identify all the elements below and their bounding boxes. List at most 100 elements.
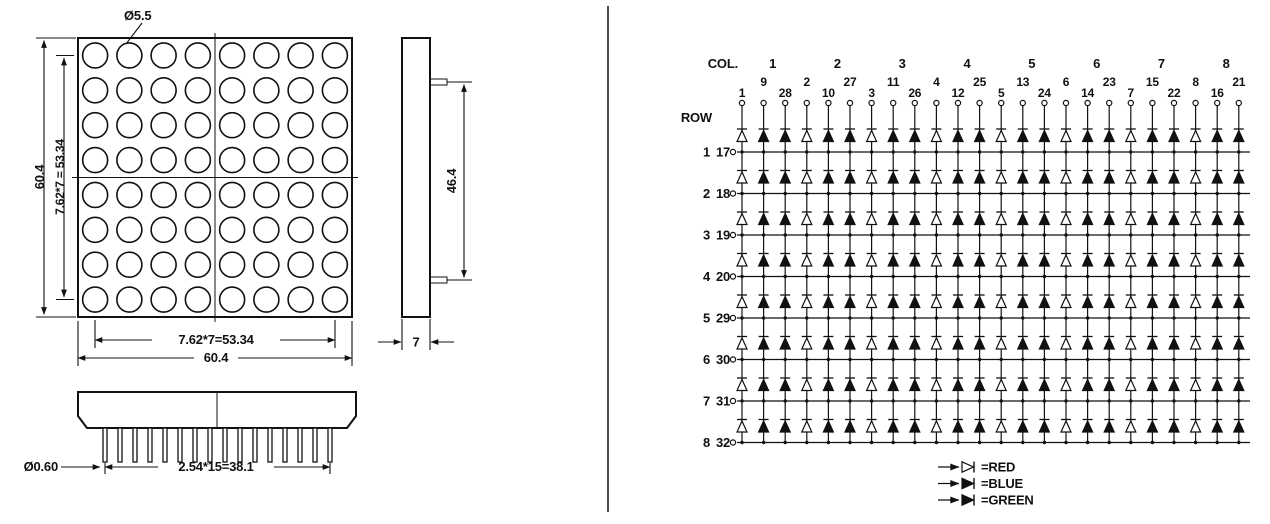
col-terminal (1084, 99, 1091, 107)
led-diode-green (1103, 170, 1116, 184)
led-diode-green (844, 253, 856, 267)
junction-dot (1021, 440, 1025, 445)
led-diode-red (930, 170, 943, 184)
led-diode-green (779, 212, 792, 226)
led-hole (150, 251, 177, 278)
junction-dot (1172, 357, 1176, 362)
junction-dot (891, 399, 895, 403)
row-pin-number: 19 (716, 228, 730, 243)
led-diode-blue (952, 170, 964, 184)
led-diode-blue (887, 253, 900, 267)
junction-dot (805, 357, 809, 362)
led-hole (150, 77, 177, 104)
led-hole (184, 181, 212, 209)
junction-dot (1085, 150, 1090, 154)
led-diode-green (1038, 170, 1051, 184)
dip-pin (312, 427, 318, 463)
led-diode-red (800, 419, 813, 433)
col-pin-number: 7 (1128, 86, 1135, 100)
junction-dot (1215, 191, 1219, 196)
junction-dot (1150, 233, 1155, 237)
led-diode-green (1103, 212, 1116, 226)
junction-dot (1237, 274, 1241, 279)
junction-dot (1042, 233, 1047, 237)
led-diode-green (973, 378, 986, 392)
led-diode-green (1038, 336, 1051, 350)
col-pin-number: 11 (887, 75, 900, 89)
led-diode-red (1124, 170, 1137, 184)
led-diode-blue (822, 170, 835, 184)
led-hole (218, 216, 246, 244)
led-diode-blue (1081, 336, 1094, 350)
led-diode-green (1168, 419, 1180, 433)
led-diode-blue (1146, 336, 1159, 350)
dip-pin (252, 427, 258, 463)
junction-dot (934, 399, 939, 403)
col-terminal (1127, 99, 1135, 107)
led-hole (287, 77, 314, 104)
col-terminal (825, 99, 832, 107)
pin-pitch-label: 2.54*15=38.1 (178, 459, 253, 474)
led-diode-red (1124, 378, 1137, 392)
led-diode-red (930, 129, 943, 143)
led-diode-blue (822, 212, 835, 226)
led-diode-blue (1016, 170, 1029, 184)
led-diode-blue (1211, 378, 1224, 392)
dip-pin (177, 427, 183, 463)
led-diode-red (865, 378, 878, 392)
led-hole (253, 77, 280, 104)
led-hole (184, 251, 212, 278)
col-terminal (1213, 99, 1221, 107)
led-diode-green (973, 253, 986, 267)
junction-dot (1193, 357, 1198, 362)
col-pin-number: 21 (1232, 75, 1245, 89)
row-terminal (729, 190, 737, 197)
led-diode-red (1189, 378, 1202, 392)
junction-dot (977, 233, 982, 237)
junction-dot (869, 440, 874, 445)
led-diode-blue (952, 336, 964, 350)
junction-dot (869, 150, 874, 154)
junction-dot (977, 316, 982, 320)
led-hole (116, 146, 143, 174)
led-diode-green (1232, 378, 1245, 392)
led-diode-red (800, 170, 813, 184)
led-hole (184, 111, 212, 139)
hole-diameter-label: Ø5.5 (124, 8, 151, 23)
led-diode-blue (1016, 295, 1029, 309)
dip-pin (297, 427, 303, 463)
led-diode-green (1168, 170, 1180, 184)
junction-dot (1150, 274, 1155, 279)
led-hole (81, 111, 109, 139)
junction-dot (1215, 316, 1219, 320)
junction-dot (761, 150, 766, 154)
junction-dot (783, 274, 787, 279)
led-hole (81, 216, 109, 244)
led-diode-green (779, 378, 792, 392)
junction-dot (1042, 440, 1047, 445)
junction-dot (1237, 150, 1241, 154)
led-hole (81, 251, 109, 278)
led-diode-green (844, 295, 856, 309)
led-diode-red (1060, 170, 1072, 184)
front-width-outer-label: 60.4 (204, 350, 229, 365)
junction-dot (805, 191, 809, 196)
led-diode-blue (1211, 336, 1224, 350)
led-hole (253, 42, 280, 69)
led-diode-blue (952, 212, 964, 226)
junction-dot (1215, 357, 1219, 362)
led-diode-red (865, 129, 878, 143)
led-diode-blue (1211, 170, 1224, 184)
junction-dot (805, 399, 809, 403)
led-diode-red (1124, 295, 1137, 309)
col-terminal (954, 99, 962, 107)
junction-dot (1215, 399, 1219, 403)
junction-dot (1064, 357, 1068, 362)
junction-dot (1129, 316, 1133, 320)
junction-dot (999, 440, 1003, 445)
row-index-label: 8 (703, 435, 710, 450)
led-hole (218, 146, 246, 174)
led-diode-blue (887, 212, 900, 226)
led-diode-red (1060, 336, 1072, 350)
led-diode-green (973, 419, 986, 433)
